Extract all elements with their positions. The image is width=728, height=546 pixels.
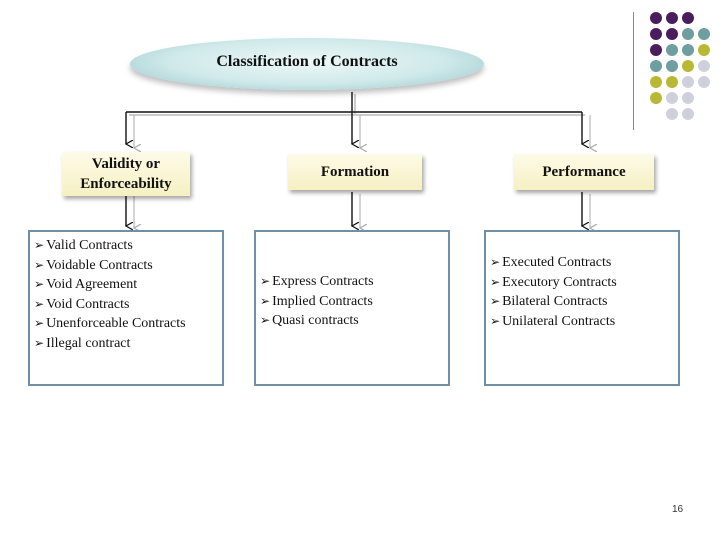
category-performance: Performance: [514, 154, 654, 190]
category-performance-label: Performance: [542, 164, 626, 180]
dot: [682, 76, 694, 88]
list-item: ➢Unenforceable Contracts: [34, 316, 186, 331]
validity-list-box: ➢Valid Contracts ➢Voidable Contracts ➢Vo…: [28, 230, 224, 386]
dot: [666, 76, 678, 88]
dot: [666, 108, 678, 120]
dot: [650, 44, 662, 56]
category-validity-line1: Validity or: [91, 156, 161, 172]
formation-list-box: ➢Express Contracts ➢Implied Contracts ➢Q…: [254, 230, 450, 386]
list-item: ➢Executory Contracts: [490, 274, 617, 290]
dot: [682, 12, 694, 24]
dot: [650, 76, 662, 88]
dot: [698, 44, 710, 56]
dot: [666, 12, 678, 24]
bullet-icon: ➢: [490, 274, 501, 289]
list-item: ➢Express Contracts: [260, 274, 374, 289]
dot: [682, 92, 694, 104]
title-ellipse: Classification of Contracts: [130, 38, 484, 90]
list-item: ➢Void Contracts: [34, 296, 130, 312]
dot: [698, 60, 710, 72]
list-item: ➢Valid Contracts: [34, 238, 133, 253]
bullet-icon: ➢: [34, 335, 45, 350]
dot: [698, 28, 710, 40]
bullet-icon: ➢: [260, 293, 271, 308]
dot: [650, 92, 662, 104]
dot: [666, 28, 678, 40]
bullet-icon: ➢: [490, 313, 501, 328]
dot: [698, 76, 710, 88]
dot: [666, 44, 678, 56]
dot: [682, 60, 694, 72]
decorative-dot-grid: [646, 8, 718, 120]
list-item: ➢Quasi contracts: [260, 313, 359, 328]
list-item: ➢Void Agreement: [34, 277, 138, 292]
category-formation-label: Formation: [320, 164, 390, 180]
diagram-title: Classification of Contracts: [216, 53, 398, 70]
vertical-rule: [633, 12, 634, 130]
bullet-icon: ➢: [34, 257, 45, 272]
bullet-icon: ➢: [260, 313, 271, 327]
dot: [682, 44, 694, 56]
bullet-icon: ➢: [490, 255, 501, 269]
category-validity: Validity or Enforceability: [62, 152, 190, 196]
bullet-icon: ➢: [34, 316, 45, 330]
bullet-icon: ➢: [34, 238, 45, 252]
bullet-icon: ➢: [490, 294, 501, 308]
dot: [650, 60, 662, 72]
list-item: ➢Bilateral Contracts: [490, 294, 608, 309]
dot: [666, 60, 678, 72]
dot: [682, 28, 694, 40]
dot: [650, 12, 662, 24]
list-item: ➢Illegal contract: [34, 335, 131, 351]
category-validity-line2: Enforceability: [80, 176, 172, 192]
performance-list-box: ➢Executed Contracts ➢Executory Contracts…: [484, 230, 680, 386]
list-item: ➢Implied Contracts: [260, 293, 373, 309]
list-item: ➢Unilateral Contracts: [490, 313, 616, 329]
bullet-icon: ➢: [34, 277, 45, 291]
list-item: ➢Executed Contracts: [490, 255, 612, 270]
dot: [650, 28, 662, 40]
dot: [682, 108, 694, 120]
bullet-icon: ➢: [260, 274, 271, 288]
bullet-icon: ➢: [34, 296, 45, 311]
category-formation: Formation: [288, 154, 422, 190]
dot: [666, 92, 678, 104]
page-number: 16: [672, 504, 684, 515]
list-item: ➢Voidable Contracts: [34, 257, 153, 273]
